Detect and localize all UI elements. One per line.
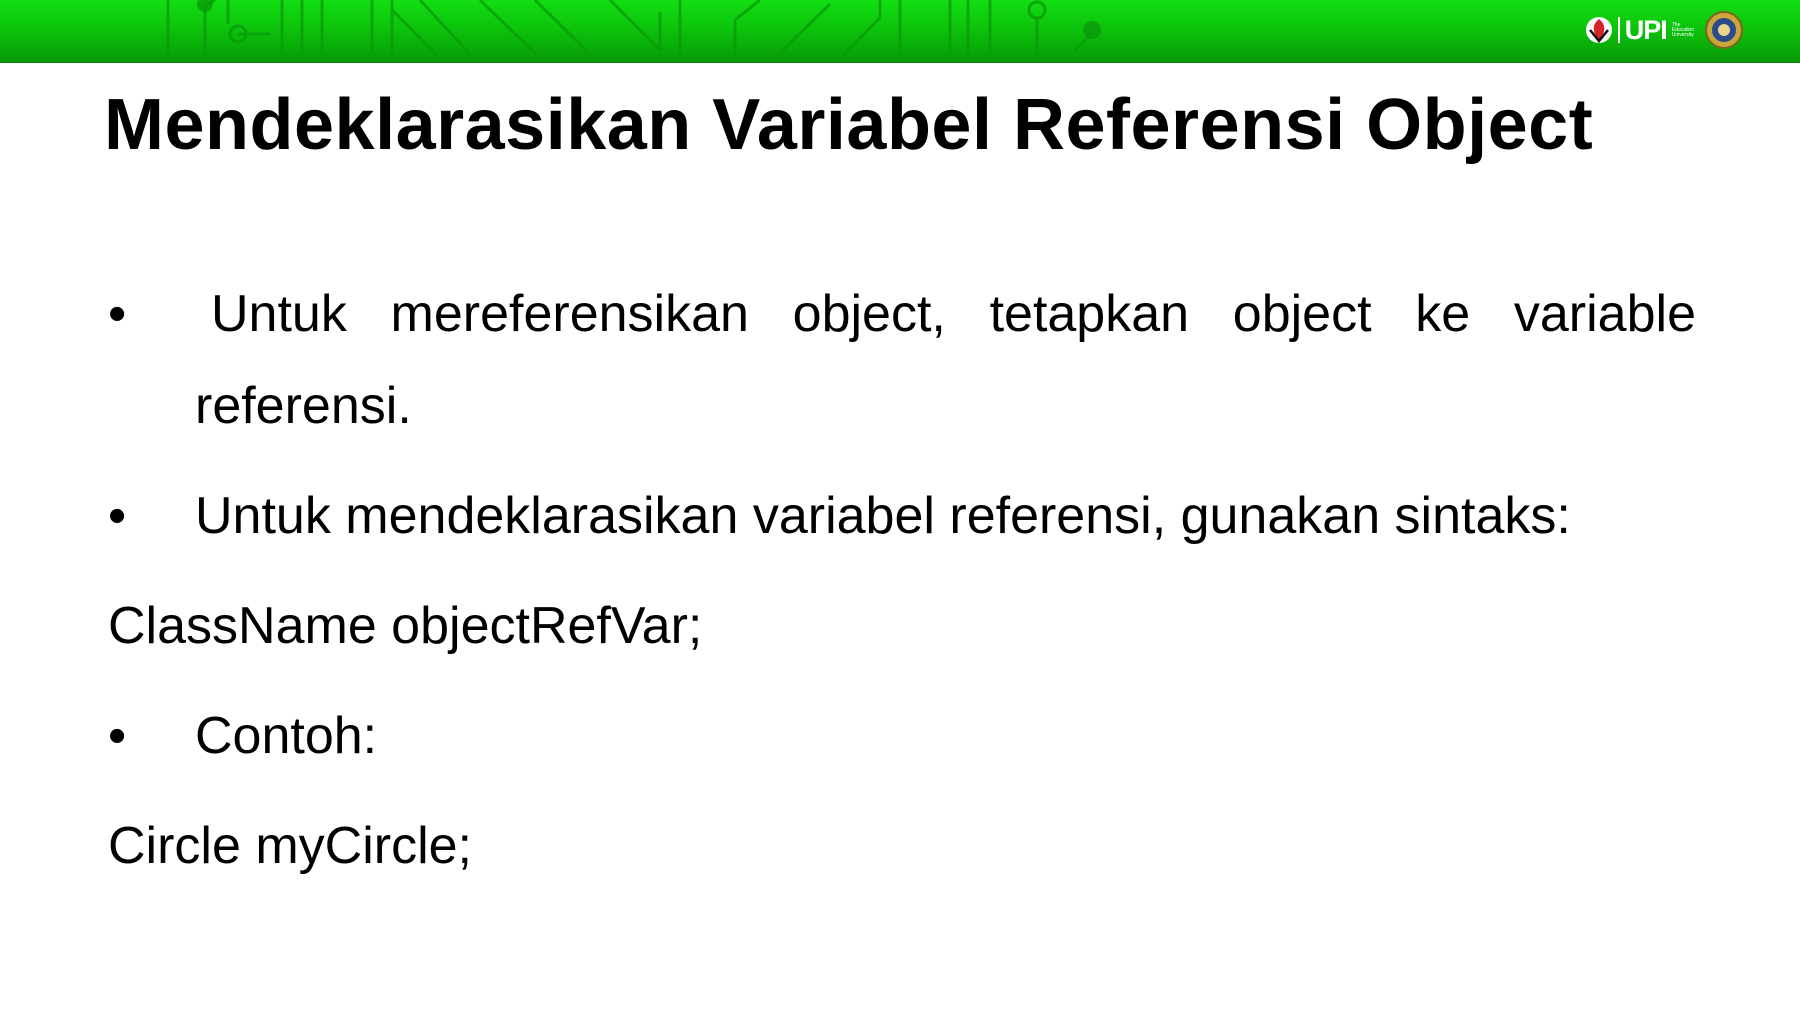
upi-divider (1617, 17, 1620, 43)
university-seal-icon (1705, 11, 1743, 49)
bullet-item: • Contoh: (108, 690, 1696, 782)
upi-tagline: The Education University (1671, 21, 1694, 38)
bullet-item: • Untuk mereferensikan object, tetapkan … (108, 268, 1696, 452)
bullet-text: Untuk mereferensikan object, tetapkan ob… (195, 285, 1696, 435)
bullet-marker: • (108, 285, 127, 343)
slide-body: • Untuk mereferensikan object, tetapkan … (108, 268, 1696, 892)
bullet-marker: • (108, 707, 127, 765)
upi-logo: UPI The Education University (1585, 16, 1694, 44)
bullet-text: Untuk mendeklarasikan variabel referensi… (195, 487, 1571, 545)
upi-logo-text: UPI (1624, 14, 1668, 45)
bullet-text: Contoh: (195, 707, 378, 765)
header-logos: UPI The Education University (1585, 10, 1744, 50)
upi-emblem-icon (1585, 17, 1612, 43)
bullet-item: • Untuk mendeklarasikan variabel referen… (108, 470, 1696, 562)
bullet-marker: • (108, 487, 127, 545)
slide-title: Mendeklarasikan Variabel Referensi Objec… (104, 85, 1594, 165)
code-line: ClassName objectRefVar; (108, 597, 703, 655)
code-line: Circle myCircle; (108, 817, 472, 875)
circuit-pattern (166, 0, 1101, 60)
header-bar: UPI The Education University (0, 0, 1800, 63)
